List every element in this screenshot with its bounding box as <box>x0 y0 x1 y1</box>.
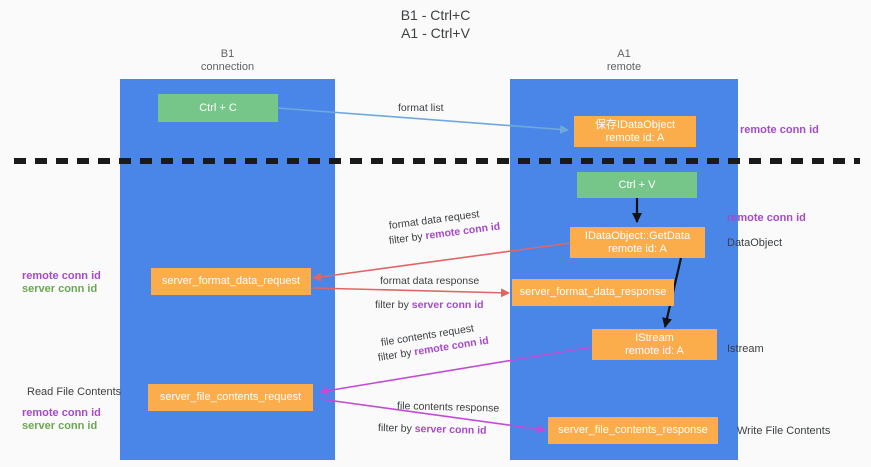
lane-header-b1: B1 connection <box>120 48 335 74</box>
box-ctrl-c[interactable]: Ctrl + C <box>158 94 278 122</box>
label-left-server-conn-id-bottom: server conn id <box>22 419 97 433</box>
box-get-data-line-2: remote id: A <box>608 242 667 255</box>
label-left-remote-conn-id-mid: remote conn id <box>22 269 101 283</box>
label-left-read-file-contents-text: Read File Contents <box>27 386 122 398</box>
box-server-format-data-response[interactable]: server_format_data_response <box>512 279 674 306</box>
caption-format-list: format list <box>398 101 444 115</box>
caption-filter-prefix-1: filter by <box>388 230 427 247</box>
label-left-remote-conn-id-bottom: remote conn id <box>22 406 101 420</box>
lane-header-b1-sub: connection <box>200 61 255 73</box>
label-right-data-object-text: DataObject <box>727 237 783 249</box>
page-title-line-2: A1 - Ctrl+V <box>401 25 470 41</box>
box-server-file-contents-response[interactable]: server_file_contents_response <box>548 417 718 444</box>
box-data-object-line-1: 保存IDataObject <box>594 118 676 131</box>
label-left-read-file-contents: Read File Contents <box>27 385 121 399</box>
lane-header-a1-name: A1 <box>617 48 631 60</box>
label-left-server-conn-id-mid: server conn id <box>22 282 97 296</box>
label-right-data-object: DataObject <box>727 236 782 250</box>
box-server-file-contents-request[interactable]: server_file_contents_request <box>148 384 313 411</box>
label-right-write-file-contents-text: Write File Contents <box>737 425 831 437</box>
box-server-file-contents-response-label: server_file_contents_response <box>558 424 708 436</box>
box-server-format-data-response-label: server_format_data_response <box>519 286 667 298</box>
caption-file-contents-response-text: file contents response <box>396 400 500 415</box>
caption-filter-prefix-4: filter by <box>377 422 415 435</box>
box-get-data-line-1: IDataObject::GetData <box>584 229 691 242</box>
label-right-remote-conn-id-top-text: remote conn id <box>740 124 819 136</box>
caption-file-contents-response: file contents response <box>397 399 499 416</box>
lane-header-b1-name: B1 <box>220 48 235 60</box>
box-istream[interactable]: IStream remote id: A <box>592 329 717 360</box>
box-get-data[interactable]: IDataObject::GetData remote id: A <box>570 227 705 258</box>
label-right-istream-text: Istream <box>727 343 764 355</box>
label-left-remote-conn-id-mid-text: remote conn id <box>22 270 101 282</box>
box-data-object[interactable]: 保存IDataObject remote id: A <box>574 116 696 147</box>
page-title: B1 - Ctrl+C A1 - Ctrl+V <box>0 6 871 42</box>
label-right-remote-conn-id-top: remote conn id <box>740 123 819 137</box>
box-server-format-data-request-label: server_format_data_request <box>161 275 301 287</box>
box-ctrl-c-label: Ctrl + C <box>199 101 237 114</box>
caption-format-data-response-filter: filter by server conn id <box>375 298 484 312</box>
box-data-object-line-2: remote id: A <box>605 131 665 144</box>
lane-header-a1-sub: remote <box>606 61 642 73</box>
caption-filter-key-server-conn-id-2: server conn id <box>414 422 487 437</box>
box-istream-line-1: IStream <box>635 331 674 344</box>
box-server-file-contents-request-label: server_file_contents_request <box>159 391 302 403</box>
label-right-write-file-contents: Write File Contents <box>737 424 830 438</box>
caption-format-list-text: format list <box>398 102 444 114</box>
label-right-remote-conn-id-mid-text: remote conn id <box>727 212 806 224</box>
box-ctrl-v[interactable]: Ctrl + V <box>577 172 697 198</box>
label-left-server-conn-id-bottom-text: server conn id <box>22 420 98 432</box>
label-right-istream: Istream <box>727 342 764 356</box>
caption-format-data-response-text: format data response <box>380 275 480 287</box>
box-ctrl-v-label: Ctrl + V <box>618 178 656 191</box>
caption-filter-key-server-conn-id-1: server conn id <box>411 299 484 311</box>
label-left-remote-conn-id-bottom-text: remote conn id <box>22 407 101 419</box>
lane-header-a1: A1 remote <box>510 48 738 74</box>
page-title-line-1: B1 - Ctrl+C <box>400 7 471 23</box>
caption-file-contents-response-filter: filter by server conn id <box>378 421 487 438</box>
box-istream-line-2: remote id: A <box>625 344 684 357</box>
caption-filter-prefix-2: filter by <box>375 299 412 311</box>
label-left-server-conn-id-mid-text: server conn id <box>22 283 98 295</box>
label-right-remote-conn-id-mid: remote conn id <box>727 211 806 225</box>
caption-format-data-response: format data response <box>380 274 479 288</box>
box-server-format-data-request[interactable]: server_format_data_request <box>151 268 311 295</box>
